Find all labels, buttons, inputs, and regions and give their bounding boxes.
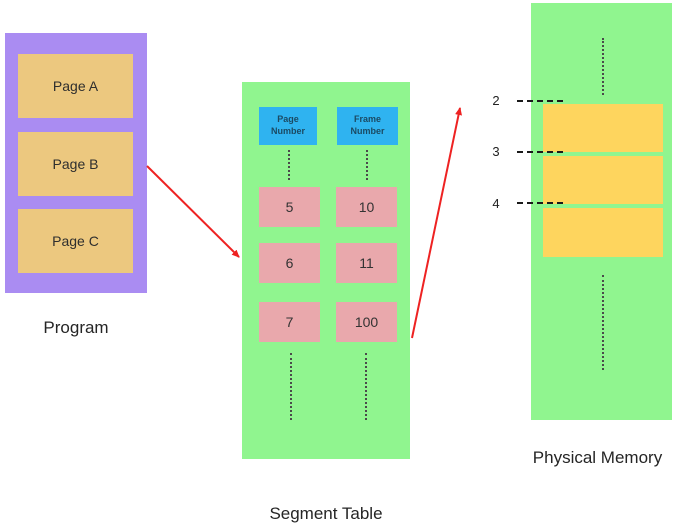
- dotted-line-under-frame-header: [366, 150, 368, 180]
- frame-boundary-dash-4: [517, 202, 563, 204]
- page-b-label: Page B: [52, 156, 99, 172]
- page-number-cell-2: 7: [259, 302, 320, 342]
- page-a-box: Page A: [18, 54, 133, 118]
- arrow-program-to-segment-table: [146, 165, 240, 258]
- memory-frame-4-box: [543, 208, 663, 257]
- frame-number-label-3: 3: [492, 144, 500, 159]
- frame-number-cell-1: 11: [336, 243, 397, 283]
- frame-number-label-2: 2: [492, 93, 500, 108]
- memory-frame-3-box: [543, 156, 663, 204]
- memory-frame-2-box: [543, 104, 663, 152]
- page-c-box: Page C: [18, 209, 133, 273]
- segment-table-caption: Segment Table: [269, 504, 383, 523]
- frame-number-cell-0: 10: [336, 187, 397, 227]
- frame-number-cell-2: 100: [336, 302, 397, 342]
- program-caption: Program: [43, 318, 109, 337]
- page-number-header: Page Number: [259, 107, 317, 145]
- frame-number-header: Frame Number: [337, 107, 398, 145]
- dotted-line-memory-bottom: [602, 275, 604, 370]
- arrow-segment-table-to-physical-memory: [411, 107, 462, 339]
- page-b-box: Page B: [18, 132, 133, 196]
- page-number-cell-1: 6: [259, 243, 320, 283]
- frame-boundary-dash-3: [517, 151, 563, 153]
- frame-boundary-dash-2: [517, 100, 563, 102]
- page-number-cell-0: 5: [259, 187, 320, 227]
- dotted-line-memory-top: [602, 38, 604, 95]
- physical-memory-caption: Physical Memory: [532, 448, 663, 467]
- dotted-line-table-bottom-left: [290, 353, 292, 420]
- page-c-label: Page C: [52, 233, 99, 249]
- dotted-line-under-page-header: [288, 150, 290, 180]
- page-a-label: Page A: [52, 78, 99, 94]
- frame-number-label-4: 4: [492, 196, 500, 211]
- dotted-line-table-bottom-right: [365, 353, 367, 420]
